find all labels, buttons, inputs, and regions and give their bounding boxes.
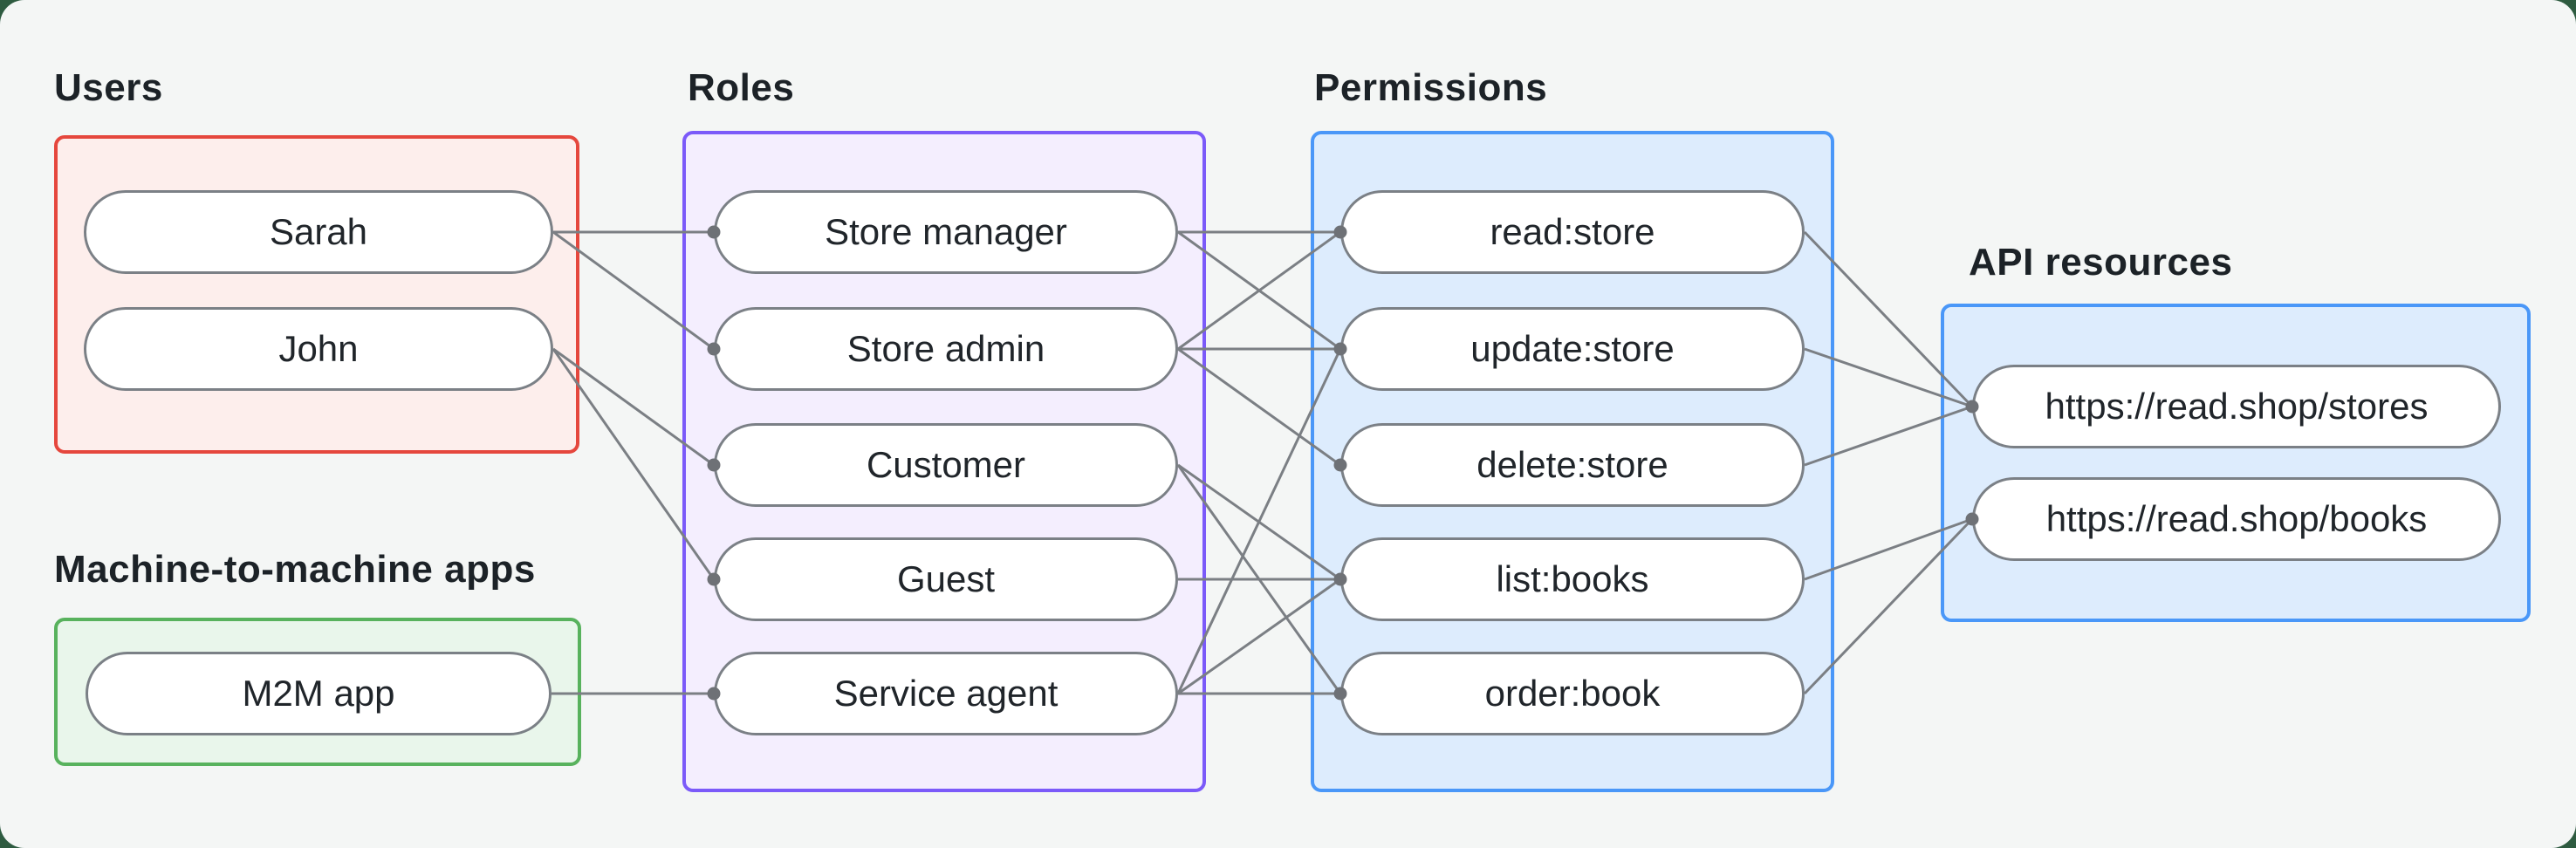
node-books-api: https://read.shop/books — [1972, 477, 2501, 561]
m2m-apps-group-label: Machine-to-machine apps — [54, 548, 536, 591]
api-resources-group-box — [1941, 304, 2531, 622]
node-delete-store: delete:store — [1340, 423, 1805, 507]
users-group-box — [54, 135, 579, 454]
node-service-agent: Service agent — [714, 652, 1178, 735]
node-m2m-app: M2M app — [86, 652, 552, 735]
node-list-books: list:books — [1340, 537, 1805, 621]
node-customer: Customer — [714, 423, 1178, 507]
node-order-book: order:book — [1340, 652, 1805, 735]
node-read-store: read:store — [1340, 190, 1805, 274]
users-group-label: Users — [54, 66, 163, 109]
roles-group-label: Roles — [688, 66, 795, 109]
node-store-manager: Store manager — [714, 190, 1178, 274]
node-guest: Guest — [714, 537, 1178, 621]
node-john: John — [84, 307, 553, 391]
node-stores-api: https://read.shop/stores — [1972, 365, 2501, 448]
api-resources-group-label: API resources — [1969, 241, 2233, 284]
node-update-store: update:store — [1340, 307, 1805, 391]
node-store-admin: Store admin — [714, 307, 1178, 391]
permissions-group-label: Permissions — [1314, 66, 1548, 109]
node-sarah: Sarah — [84, 190, 553, 274]
